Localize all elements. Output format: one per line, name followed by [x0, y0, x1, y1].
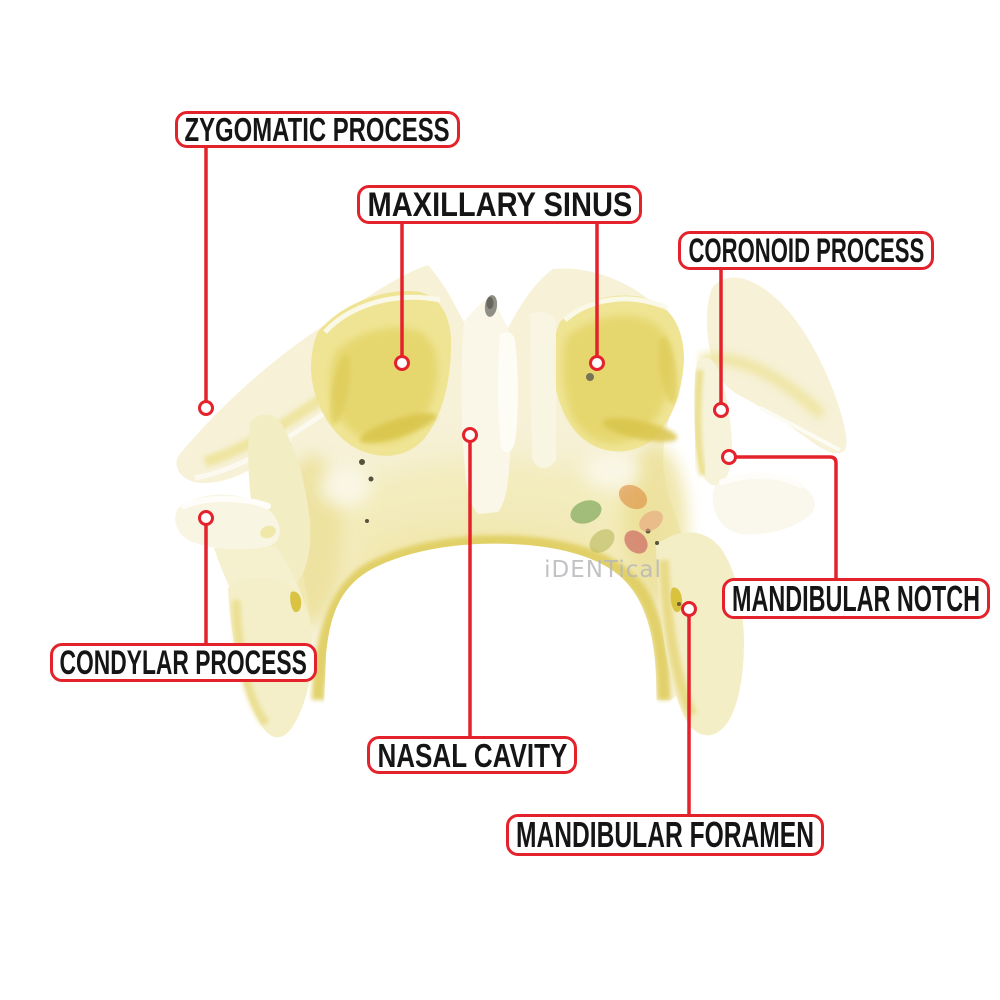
dot-maxillary-sinus-right [589, 355, 605, 371]
septum-dark-tip-core [486, 297, 494, 309]
dot-zygomatic-process [198, 400, 214, 416]
right-wall-highlight [584, 454, 640, 490]
label-condylar-process: CONDYLAR PROCESS [50, 643, 317, 682]
left-mandibular-foramen [290, 591, 302, 613]
watermark [570, 484, 663, 554]
right-sinus-depth [563, 315, 672, 444]
watermark-petal-green [570, 500, 602, 524]
dot-maxillary-sinus-left [394, 355, 410, 371]
right-sinus-rim-highlight [563, 296, 669, 322]
label-coronoid-process: CORONOID PROCESS [678, 231, 934, 270]
dot-coronoid-process [713, 402, 729, 418]
label-mandibular-foramen-text: MANDIBULAR FORAMEN [516, 814, 814, 855]
right-sinus-floor-shadow [602, 418, 678, 442]
label-maxillary-sinus-text: MAXILLARY SINUS [367, 185, 632, 224]
right-mandibular-foramen [670, 587, 683, 613]
watermark-petal-salmon [639, 510, 663, 532]
vomer-ridge [497, 332, 518, 453]
septum-side-strip [530, 312, 556, 469]
skull-model [175, 265, 847, 770]
left-sinus-floor-shadow [359, 412, 437, 444]
label-mandibular-notch: MANDIBULAR NOTCH [722, 578, 990, 619]
right-sinus-side-shadow [658, 336, 678, 404]
nasal-cavity-arch [322, 543, 658, 770]
callout-leaders [204, 148, 838, 815]
left-condylar-process [175, 494, 280, 550]
right-condylar-process [712, 475, 815, 535]
dot-mandibular-foramen [681, 601, 697, 617]
left-sinus-side-shadow [330, 355, 350, 425]
watermark-brand-text: iDENTical [544, 557, 662, 583]
label-zygomatic-process: ZYGOMATIC PROCESS [175, 111, 460, 148]
label-maxillary-sinus: MAXILLARY SINUS [357, 185, 642, 224]
left-wall-highlight [319, 467, 371, 507]
dot-condylar-process [198, 510, 214, 526]
watermark-petal-olive [589, 529, 615, 553]
label-coronoid-process-text: CORONOID PROCESS [688, 231, 924, 270]
dot-mandibular-notch [721, 449, 737, 465]
right-foramen-dark-spot [677, 602, 681, 606]
leader-mandibular-notch [735, 455, 838, 579]
left-sinus-depth [330, 327, 438, 443]
right-ramus-shade [659, 559, 697, 718]
left-condyle-notch [260, 525, 276, 539]
nasal-arch-rim [311, 535, 671, 701]
right-condyle-top-highlight [719, 472, 803, 488]
watermark-petal-red [624, 530, 648, 554]
label-nasal-cavity: NASAL CAVITY [367, 736, 577, 774]
left-sinus-rim-highlight [323, 294, 441, 334]
label-mandibular-notch-text: MANDIBULAR NOTCH [732, 577, 980, 619]
label-zygomatic-process-text: ZYGOMATIC PROCESS [184, 111, 451, 148]
watermark-petal-orange [618, 484, 648, 510]
dot-nasal-cavity [462, 427, 478, 443]
coronoid-edge-shade [694, 369, 707, 476]
left-condyle-top-highlight [181, 495, 271, 509]
right-wing-shade [698, 352, 827, 420]
label-nasal-cavity-text: NASAL CAVITY [377, 736, 567, 774]
right-wing-edge-highlight [759, 406, 841, 452]
callout-dots [198, 355, 737, 617]
label-mandibular-foramen: MANDIBULAR FORAMEN [506, 814, 824, 856]
label-condylar-process-text: CONDYLAR PROCESS [59, 643, 308, 682]
